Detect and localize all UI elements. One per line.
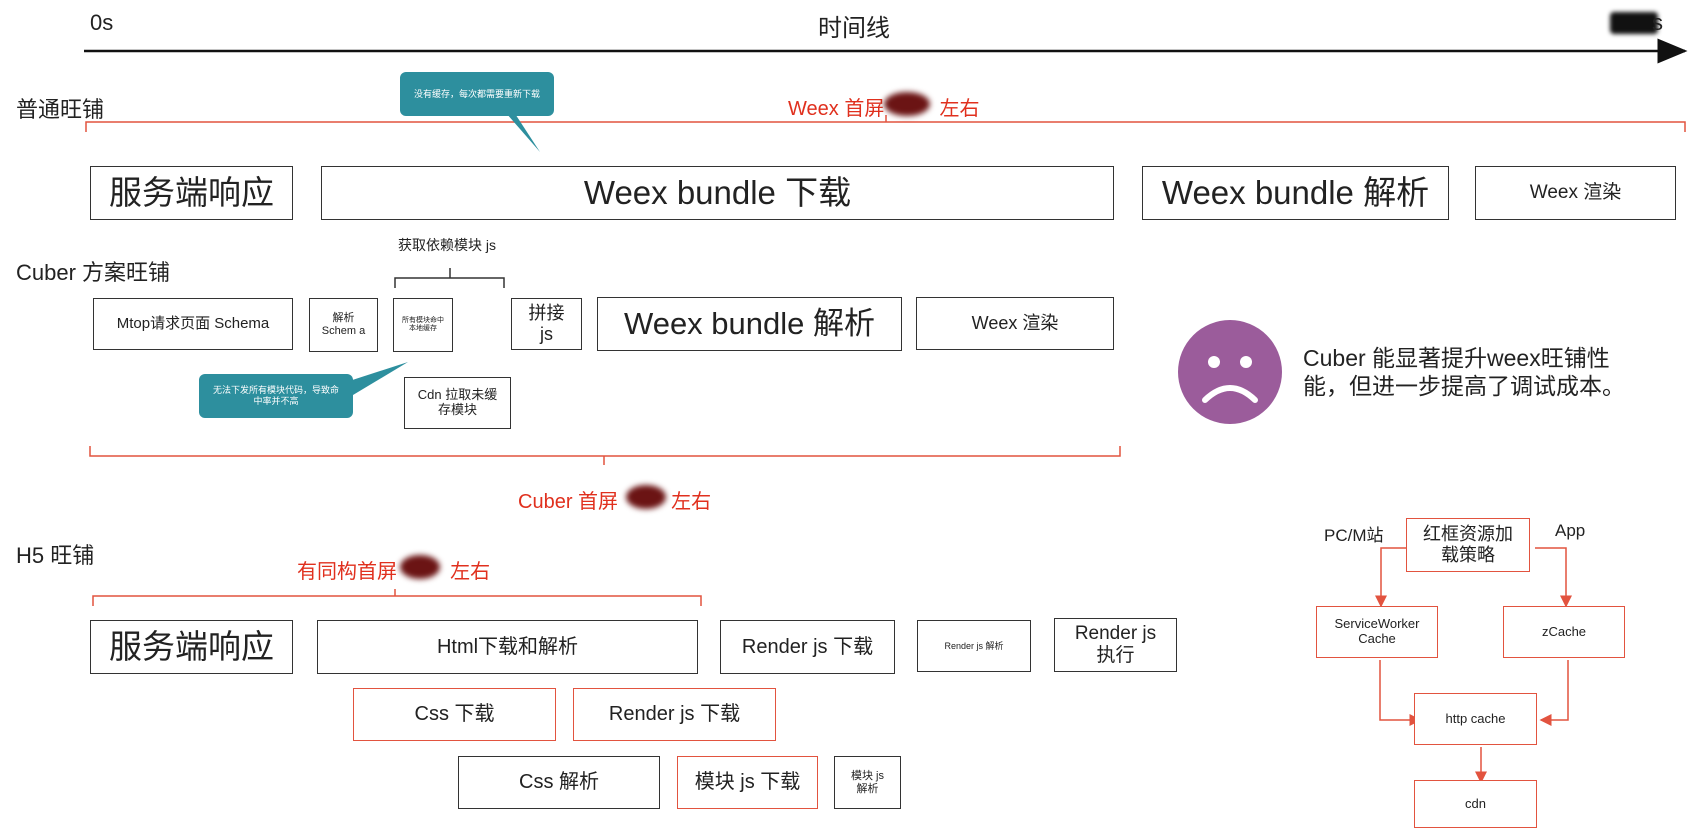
normal-measure-suffix: 左右 [939,98,980,120]
cuber-bubble: 无法下发所有模块代码，导致命中率并不高 [199,374,353,418]
h5-box-html: Html下载和解析 [317,620,698,674]
h5-box-server: 服务端响应 [90,620,293,674]
timeline-start: 0s [90,10,114,35]
normal-bubble: 没有缓存，每次都需要重新下载 [400,72,554,116]
cuber-brace [89,446,1121,465]
redacted-mark [1610,12,1658,34]
h5-box-css-download: Css 下载 [353,688,556,741]
h5-box-render-parse: Render js 解析 [917,620,1031,672]
h5-measure-text: 有同构首屏 [297,561,397,583]
h5-box-module-download: 模块 js 下载 [677,756,818,809]
strategy-right-label: App [1555,521,1586,540]
timeline-label: 时间线 [818,15,890,42]
row-title-cuber: Cuber 方案旺铺 [16,260,171,285]
cuber-box-cache-hit: 所有模块命中本地缓存 [393,298,453,352]
cuber-box-mtop: Mtop请求页面 Schema [93,298,293,350]
timeline-end: s [1652,10,1663,35]
normal-measure-text: Weex 首屏 [788,98,885,120]
h5-box-render-download: Render js 下载 [720,620,895,674]
h5-measure: 有同构首屏 左右 [297,555,490,584]
deps-bracket [394,268,505,288]
h5-brace [92,589,702,606]
arrow-to-zcache [1535,547,1572,608]
cuber-measure-suffix: 左右 [671,491,712,513]
cuber-box-cdn: Cdn 拉取未缓存模块 [404,377,511,429]
normal-box-download: Weex bundle 下载 [321,166,1114,220]
row-title-h5: H5 旺铺 [16,543,95,568]
arrow-sw-to-http [1379,660,1422,726]
normal-measure: Weex 首屏 左右 [788,92,979,121]
h5-measure-suffix: 左右 [450,561,491,583]
row-title-normal: 普通旺铺 [16,97,105,122]
cuber-measure-text: Cuber 首屏 [518,491,619,513]
strategy-left-label: PC/M站 [1324,526,1384,545]
arrow-zcache-to-http [1539,660,1569,726]
h5-box-module-parse: 模块 js 解析 [834,756,901,809]
sad-face-icon [1178,320,1282,424]
redacted-mark [884,92,930,116]
cuber-box-parse-schema: 解析 Schem a [309,298,378,352]
conclusion-text: Cuber 能显著提升weex旺铺性能，但进一步提高了调试成本。 [1303,345,1625,399]
h5-box-render-js-download: Render js 下载 [573,688,776,741]
normal-box-server: 服务端响应 [90,166,293,220]
strategy-sw-box: ServiceWorker Cache [1316,606,1438,658]
redacted-mark [400,555,440,579]
normal-box-parse: Weex bundle 解析 [1142,166,1449,220]
normal-brace [85,115,1686,132]
h5-box-render-exec: Render js 执行 [1054,618,1177,672]
strategy-http-box: http cache [1414,693,1537,745]
strategy-zcache-box: zCache [1503,606,1625,658]
arrow-to-sw [1375,547,1411,608]
sad-face-glyph [1202,356,1258,403]
h5-box-css-parse: Css 解析 [458,756,660,809]
normal-box-render: Weex 渲染 [1475,166,1676,220]
redacted-mark [626,485,666,509]
deps-label: 获取依赖模块 js [398,237,496,253]
cuber-box-render: Weex 渲染 [916,297,1114,350]
strategy-center-box: 红框资源加载策略 [1406,518,1530,572]
cuber-box-parse: Weex bundle 解析 [597,297,902,351]
cuber-measure: Cuber 首屏 左右 [518,485,711,514]
normal-bubble-tail [500,106,540,152]
cuber-box-concat: 拼接 js [511,298,582,350]
cuber-bubble-tail [340,362,408,398]
strategy-cdn-box: cdn [1414,780,1537,828]
